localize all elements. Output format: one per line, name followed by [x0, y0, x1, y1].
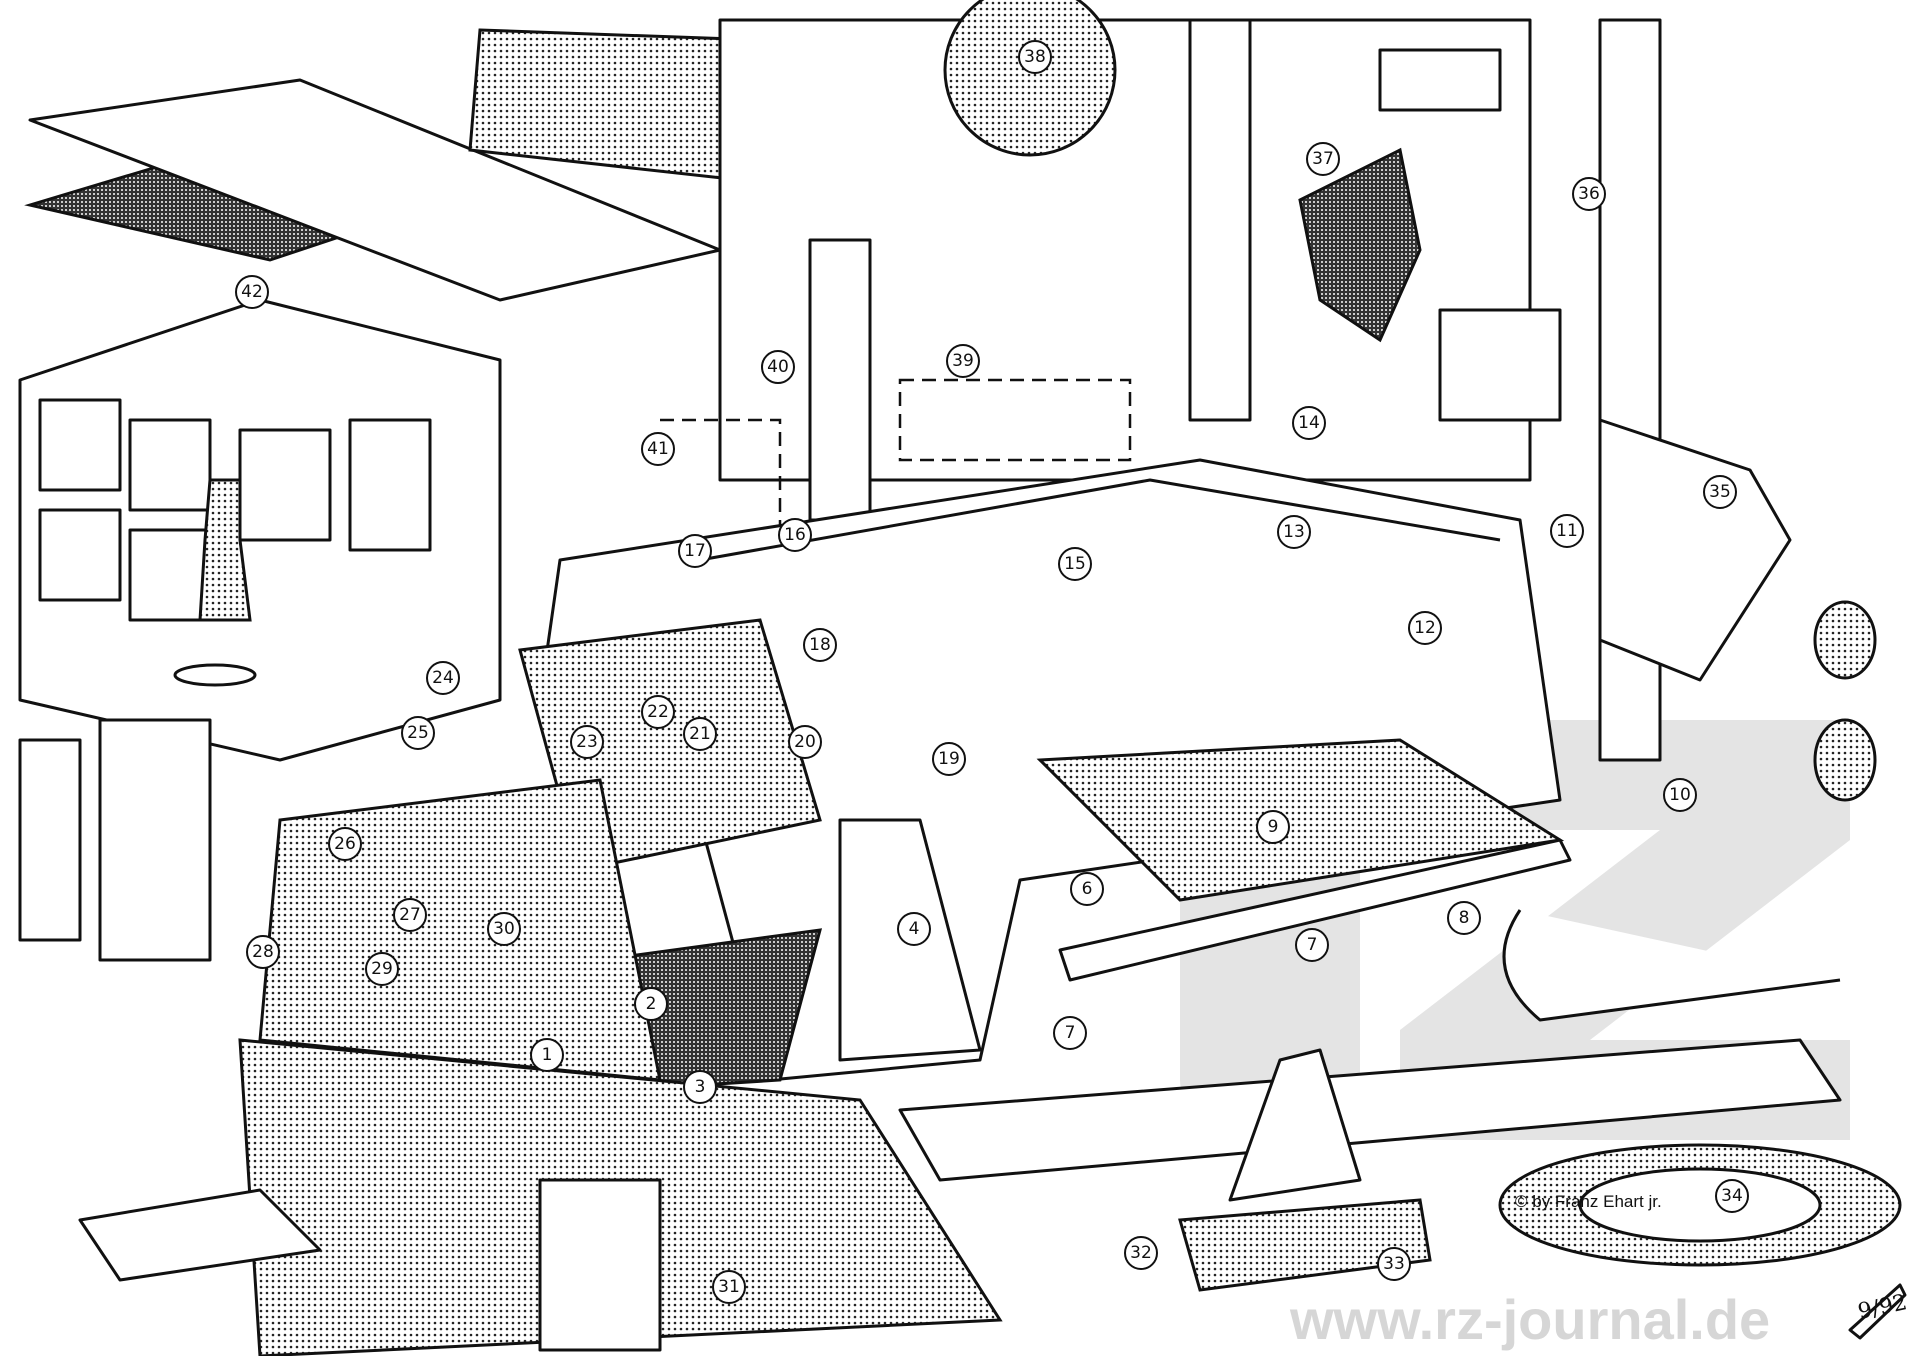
callout-11: 11 [1550, 514, 1584, 548]
callout-1: 1 [530, 1038, 564, 1072]
callout-40: 40 [761, 350, 795, 384]
callout-29: 29 [365, 952, 399, 986]
callout-41: 41 [641, 432, 675, 466]
floor [78, 909, 1902, 1356]
callout-19: 19 [932, 742, 966, 776]
callout-7: 7 [1295, 928, 1329, 962]
callout-34: 34 [1715, 1179, 1749, 1213]
callout-32: 32 [1124, 1236, 1158, 1270]
callout-22: 22 [641, 695, 675, 729]
back-wall [660, 0, 1877, 802]
callout-25: 25 [401, 716, 435, 750]
callout-21: 21 [683, 717, 717, 751]
callout-18: 18 [803, 628, 837, 662]
pen-icon [1848, 1283, 1907, 1340]
callout-10: 10 [1663, 778, 1697, 812]
human-figure [173, 478, 257, 687]
callout-4: 4 [897, 912, 931, 946]
callout-15: 15 [1058, 547, 1092, 581]
callout-24: 24 [426, 661, 460, 695]
callout-6: 6 [1070, 872, 1104, 906]
callout-31: 31 [712, 1270, 746, 1304]
watermark-text: www.rz-journal.de [1290, 1288, 1771, 1351]
callout-33: 33 [1377, 1247, 1411, 1281]
callout-16: 16 [778, 518, 812, 552]
callout-30: 30 [487, 912, 521, 946]
callout-13: 13 [1277, 515, 1311, 549]
callout-38: 38 [1018, 40, 1052, 74]
callout-35: 35 [1703, 475, 1737, 509]
callout-17: 17 [678, 534, 712, 568]
callout-9: 9 [1256, 810, 1290, 844]
callout-37: 37 [1306, 142, 1340, 176]
callout-23: 23 [570, 725, 604, 759]
callout-42: 42 [235, 275, 269, 309]
callout-14: 14 [1292, 406, 1326, 440]
copyright-text: © by Franz Ehart jr. [1515, 1192, 1662, 1211]
left-structure [18, 28, 762, 962]
callout-3: 3 [683, 1070, 717, 1104]
callout-8: 8 [1447, 901, 1481, 935]
central-machine [258, 458, 1572, 1092]
callout-39: 39 [946, 344, 980, 378]
callout-12: 12 [1408, 611, 1442, 645]
callout-2: 2 [634, 987, 668, 1021]
callout-26: 26 [328, 827, 362, 861]
callout-20: 20 [788, 725, 822, 759]
callout-27: 27 [393, 898, 427, 932]
callout-36: 36 [1572, 177, 1606, 211]
callout-7: 7 [1053, 1016, 1087, 1050]
callout-28: 28 [246, 935, 280, 969]
